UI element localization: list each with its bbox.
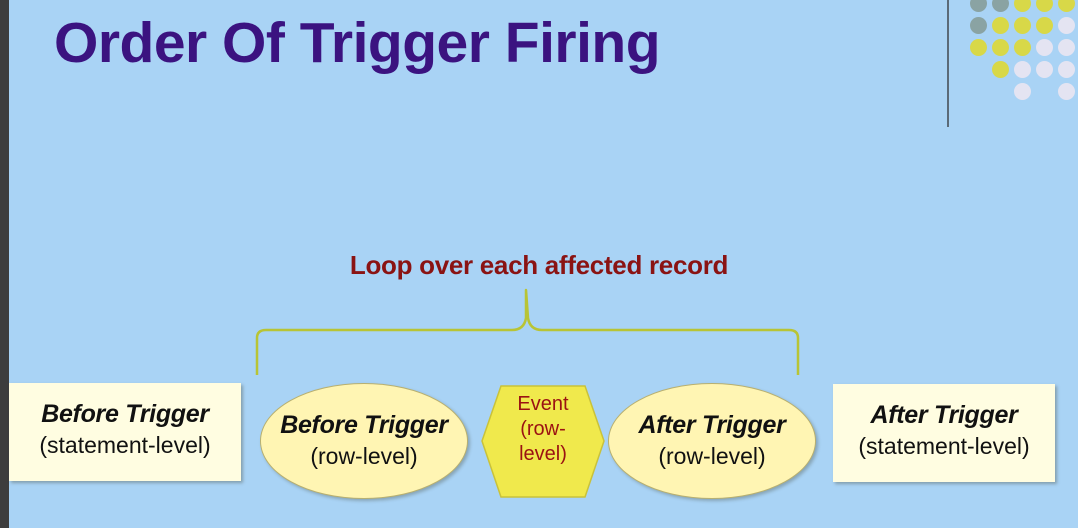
decoration-dot (1014, 83, 1031, 100)
decoration-dot (1058, 83, 1075, 100)
decoration-dot (1058, 17, 1075, 34)
loop-label: Loop over each affected record (349, 250, 729, 280)
decoration-dot (992, 39, 1009, 56)
decoration-dot (1014, 39, 1031, 56)
decoration-dot (992, 17, 1009, 34)
statement-before-trigger-level: (statement-level) (39, 432, 211, 458)
decoration-dot (1014, 17, 1031, 34)
event-label-line-2: (row- (520, 418, 566, 440)
row-after-trigger-ellipse: After Trigger (row-level) (608, 383, 816, 499)
header-divider-line (947, 0, 949, 127)
decoration-dot (1036, 39, 1053, 56)
statement-after-trigger-level: (statement-level) (858, 433, 1030, 459)
row-before-trigger-title: Before Trigger (280, 411, 448, 439)
decoration-dot (970, 17, 987, 34)
decoration-dot (1014, 61, 1031, 78)
decoration-dot (1014, 0, 1031, 12)
statement-after-trigger-title: After Trigger (870, 401, 1018, 429)
event-label-line-3: level) (519, 443, 567, 465)
statement-before-trigger-title: Before Trigger (41, 400, 209, 428)
decoration-dot (1058, 39, 1075, 56)
decoration-dot (1058, 0, 1075, 12)
decoration-dot (970, 39, 987, 56)
decoration-dot (1036, 0, 1053, 12)
row-before-trigger-level: (row-level) (310, 443, 418, 469)
slide-title: Order Of Trigger Firing (54, 11, 661, 75)
dot-grid-decoration (968, 0, 1078, 120)
left-edge-bar (0, 0, 9, 528)
event-label: Event (row- level) (481, 392, 605, 467)
event-hexagon (481, 385, 605, 498)
statement-after-trigger-box: After Trigger (statement-level) (833, 384, 1055, 482)
decoration-dot (992, 0, 1009, 12)
decoration-dot (1058, 61, 1075, 78)
row-after-trigger-title: After Trigger (638, 411, 786, 439)
statement-before-trigger-box: Before Trigger (statement-level) (9, 383, 241, 481)
decoration-dot (1036, 61, 1053, 78)
decoration-dot (970, 0, 987, 12)
decoration-dot (1036, 17, 1053, 34)
decoration-dot (992, 61, 1009, 78)
row-before-trigger-ellipse: Before Trigger (row-level) (260, 383, 468, 499)
event-label-line-1: Event (517, 393, 569, 415)
row-after-trigger-level: (row-level) (658, 443, 766, 469)
